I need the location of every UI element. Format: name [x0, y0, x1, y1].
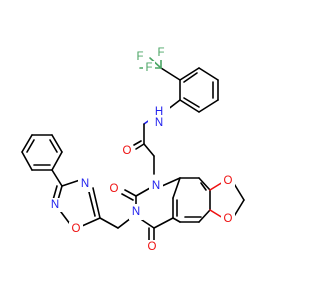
carbonyl-c4 [148, 227, 155, 241]
molecule-diagram: F F F H N O N N O O O O N N O [21, 46, 245, 254]
atom-f2: F [145, 62, 152, 74]
atom-n-oxadiazole-4: N [81, 178, 89, 190]
atom-labels: F F F H N O N N O O O O N N O [48, 46, 235, 254]
trifluoromethylphenyl-ring [179, 67, 219, 113]
atom-o-c4: O [148, 241, 157, 253]
carbonyl-c2 [121, 189, 137, 201]
atom-o-dioxole-1: O [224, 175, 233, 187]
phenyl-ring [21, 134, 63, 187]
molecule-structure: F F F H N O N N O O O O N N O [21, 46, 245, 254]
atom-n-amide: N [155, 117, 163, 129]
atom-h-amide: H [155, 106, 163, 118]
benzo-ring [172, 177, 211, 223]
atom-o-oxadiazole-1: O [72, 223, 81, 235]
atom-o-amide: O [123, 145, 132, 157]
atom-n-oxadiazole-2: N [51, 199, 59, 211]
atom-f1: F [136, 51, 143, 63]
atom-n-quinazoline-3: N [132, 206, 140, 218]
atom-n-quinazoline-1: N [152, 180, 160, 192]
atom-f3: F [157, 47, 164, 59]
quinazolinedione-ring [135, 177, 181, 229]
methylene-linker [99, 217, 132, 229]
atom-o-c2: O [110, 183, 119, 195]
atom-o-dioxole-2: O [224, 213, 233, 225]
